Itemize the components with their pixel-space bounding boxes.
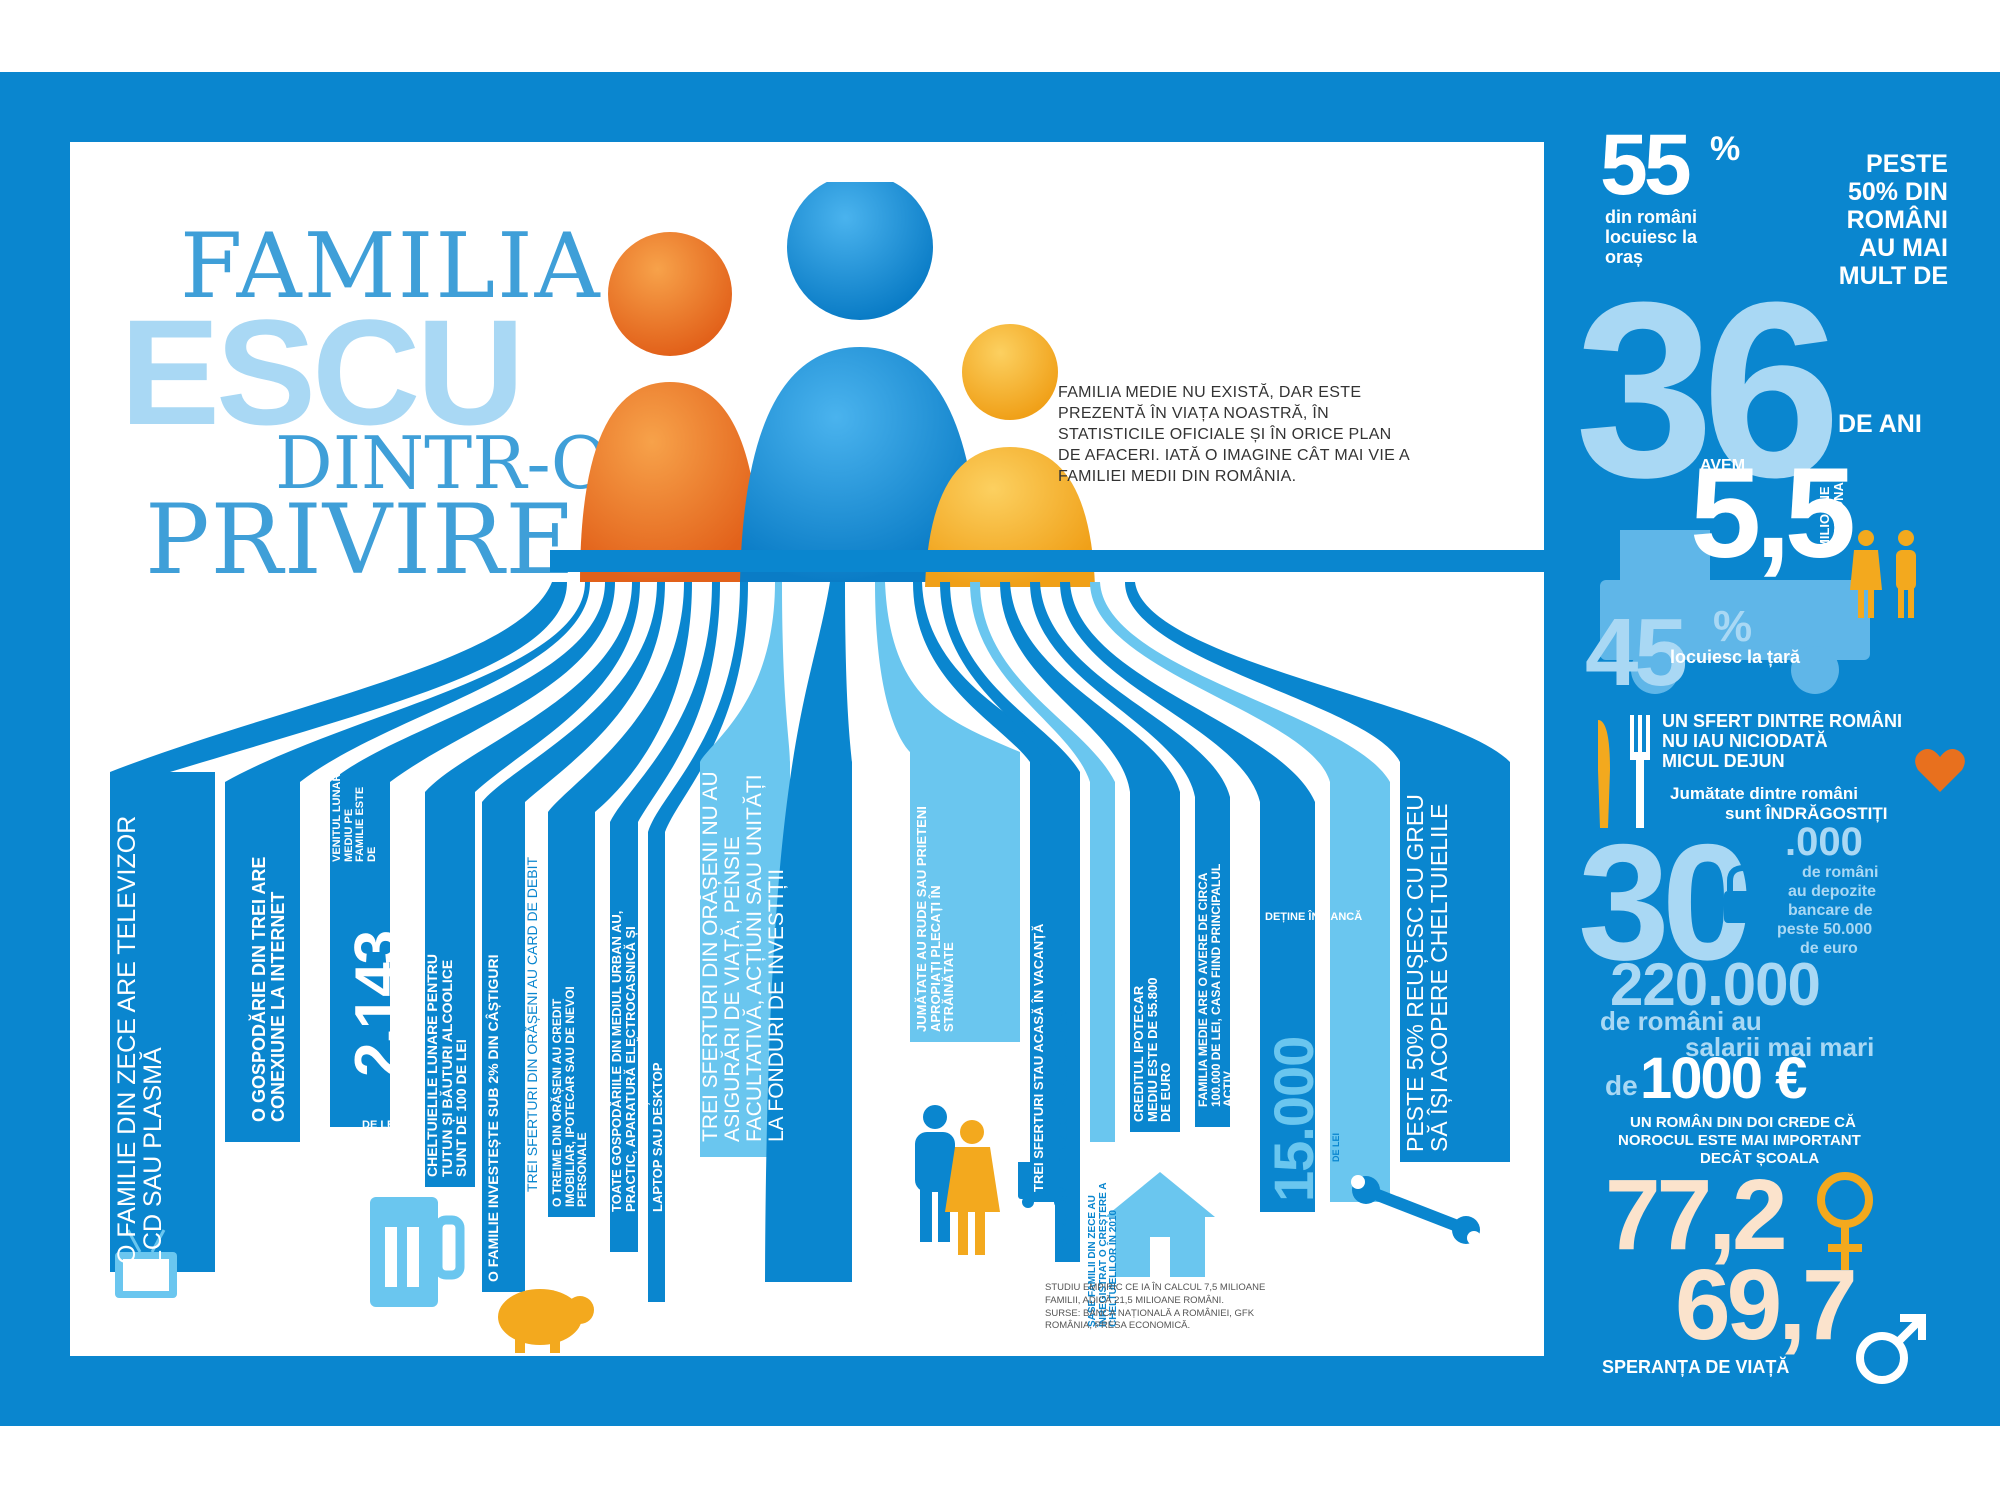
love-line: Jumătate dintre români	[1670, 784, 1858, 803]
age-line: MULT DE	[1838, 262, 1948, 290]
strip-mortgage-text: CREDITUL IPOTECAR MEDIU ESTE DE 55.800 D…	[1131, 977, 1174, 1123]
breakfast-line: NU IAU NICIODATĂ	[1662, 731, 1828, 751]
age-line: PESTE	[1866, 150, 1948, 178]
life-label: SPERANȚA DE VIAȚĂ	[1602, 1357, 1790, 1377]
love-line: sunt ÎNDRĂGOSTIȚI	[1725, 804, 1888, 823]
strip-appliances-text: TOATE GOSPODĂRIILE DIN MEDIUL URBAN AU, …	[609, 898, 665, 1212]
pension-unit-line: MILIOANE	[1817, 486, 1832, 550]
pension-unit-line: PENSIONARI	[1831, 469, 1847, 550]
heart-icon	[1915, 749, 1965, 792]
breakfast-line: UN SFERT DINTRE ROMÂNI	[1662, 711, 1902, 731]
rural-pct: 45	[1585, 599, 1688, 706]
age-line: 50% DIN	[1847, 178, 1948, 206]
strip-income-label: VENITUL LUNAR MEDIU PE FAMILIE ESTE DE	[331, 773, 378, 862]
salary-amount: 1000 €	[1640, 1046, 1807, 1111]
male-symbol-icon	[1856, 1314, 1926, 1384]
strip-cover-text: PESTE 50% REUȘESC CU GREU SĂ ÎȘI ACOPERE…	[1402, 794, 1453, 1152]
truck-icon	[1600, 530, 1870, 694]
strips-graphic	[110, 582, 1510, 1353]
cutlery-icon	[1598, 715, 1650, 828]
age-value: 36	[1575, 250, 1841, 529]
luck-line: NOROCUL ESTE MAI IMPORTANT	[1618, 1132, 1861, 1149]
luck-line: UN ROMÂN DIN DOI CREDE CĂ	[1630, 1114, 1856, 1131]
salary-line: de români au	[1600, 1006, 1762, 1036]
life-male: 69,7	[1675, 1249, 1858, 1361]
female-symbol-icon	[1817, 1172, 1873, 1270]
salary-value: 220.000	[1610, 951, 1821, 1018]
lock-icon	[1724, 865, 1764, 923]
footnote-line: ROMÂNIA, PRESA ECONOMICĂ.	[1045, 1320, 1191, 1332]
intro-text: FAMILIA MEDIE NU EXISTĂ, DAR ESTE PREZEN…	[1058, 384, 1410, 486]
deposit-line: de români	[1802, 864, 1879, 881]
rural-label: locuiesc la țară	[1670, 647, 1801, 667]
strip-invest-text: O FAMILIE INVESTEȘTE SUB 2% DIN CÂȘTIGUR…	[485, 954, 501, 1282]
sidebar: 55 % din români locuiesc la oraș PESTE 5…	[1570, 110, 2000, 1410]
title-familia: FAMILIA	[180, 214, 602, 319]
strip-tv-text: O FAMILIE DIN ZECE ARE TELEVIZOR LCD SAU…	[113, 815, 168, 1264]
strip-credit-text: O TREIME DIN ORĂȘENI AU CREDIT IMOBILIAR…	[550, 986, 590, 1207]
urban-line: locuiesc la	[1605, 227, 1698, 247]
strip-debit-text: TREI SFERTURI DIN ORĂȘENI AU CARD DE DEB…	[524, 856, 540, 1192]
salary-line: salarii mai mari	[1685, 1032, 1875, 1062]
footnote-line: SURSE: BANCA NAȚIONALĂ A ROMÂNIEI, GFK	[1045, 1307, 1255, 1319]
beer-mug-icon	[370, 1197, 465, 1307]
strip-relatives-text: JUMĂTATE AU RUDE SAU PRIETENI APROPIAȚI …	[914, 806, 957, 1032]
deposit-line: peste 50.000	[1777, 921, 1873, 938]
urban-pct: 55	[1600, 117, 1692, 213]
strip-income-unit: DE LEI	[362, 1119, 398, 1131]
main-panel: FAMILIA ESCU DINTR-O PRIVIRE FAMILIA MED…	[70, 142, 1544, 1356]
house-icon	[1105, 1172, 1215, 1277]
strip-bank-label: DEȚINE ÎN BANCĂ	[1265, 911, 1363, 923]
luck-line: DECÂT ȘCOALA	[1700, 1150, 1820, 1167]
tv-icon	[115, 1229, 177, 1298]
salary-de: de	[1605, 1070, 1638, 1101]
pension-value: 5,5	[1690, 442, 1856, 585]
deposit-line: au depozite	[1788, 883, 1877, 900]
wrench-icon	[1351, 1175, 1481, 1245]
pension-prefix: AVEM	[1700, 457, 1746, 474]
deposit-line: de euro	[1800, 940, 1858, 957]
car-icon	[1018, 1162, 1068, 1208]
shelf-bar	[550, 550, 1544, 572]
deposit-rest: .000	[1785, 820, 1863, 864]
footnote: STUDIU EMPIRIC CE IA ÎN CALCUL 7,5 MILIO…	[1045, 1282, 1265, 1333]
strip-tobacco-text: CHELTUIELILE LUNARE PENTRU TUTUN ȘI BĂUT…	[424, 954, 470, 1177]
age-unit: DE ANI	[1838, 410, 1922, 438]
footnote-line: STUDIU EMPIRIC CE IA ÎN CALCUL 7,5 MILIO…	[1045, 1282, 1266, 1293]
strip-vacation-text: TREI SFERTURI STAU ACASĂ ÎN VACANȚĂ	[1031, 923, 1046, 1192]
title-privire: PRIVIRE	[145, 484, 577, 596]
pension-unit: MILIOANE PENSIONARI	[1817, 469, 1847, 550]
strip-bank-value: 15.000	[1262, 1036, 1325, 1202]
strip-internet-text: O GOSPODĂRIE DIN TREI ARE CONEXIUNE LA I…	[249, 856, 288, 1122]
age-line: AU MAI	[1859, 234, 1948, 262]
strip-assets-text: FAMILIA MEDIE ARE O AVERE DE CIRCA 100.0…	[1196, 863, 1236, 1107]
age-line: ROMÂNI	[1846, 206, 1948, 234]
strip-fans	[110, 582, 1510, 1302]
strip-insurance-text: TREI SFERTURI DIN ORĂȘENI NU AU ASIGURĂR…	[699, 771, 789, 1142]
life-female: 77,2	[1605, 1159, 1788, 1271]
couple-icon	[915, 1105, 1000, 1255]
piggy-bank-icon	[498, 1289, 594, 1353]
strip-income-value: 2.143	[343, 931, 412, 1077]
title-escu: ESCU	[120, 288, 525, 456]
urban-line: din români	[1605, 207, 1698, 227]
strip-car-text: PATRU FAMILII DIN ZECE AU AUTOTURISM	[1056, 1007, 1070, 1252]
deposit-line: bancare de	[1788, 902, 1873, 919]
breakfast-line: MICUL DEJUN	[1662, 751, 1785, 771]
strip-bank-unit: DE LEI	[1331, 1132, 1341, 1162]
rural-pct-sign: %	[1713, 602, 1753, 651]
title-dintr-o: DINTR-O	[275, 421, 610, 505]
footnote-line: FAMILII, ADICĂ 21,5 MILIOANE ROMÂNI.	[1045, 1294, 1224, 1306]
urban-line: oraș	[1605, 247, 1644, 267]
urban-pct-sign: %	[1710, 130, 1741, 168]
pensioners-icon	[1850, 530, 1916, 618]
